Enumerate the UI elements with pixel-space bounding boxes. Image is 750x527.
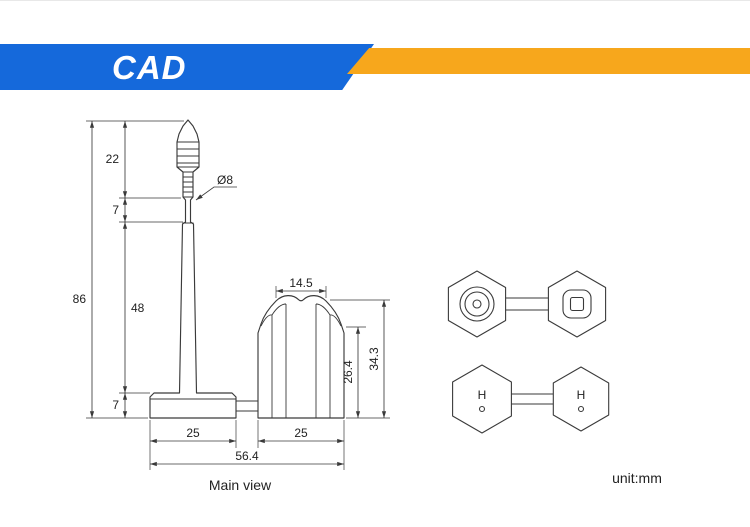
bottom-view-shaft: [511, 393, 554, 405]
dim-head-height-label: 22: [106, 152, 120, 166]
dim-barrel-inner-height-label: 26.4: [341, 360, 355, 384]
hex-head-bottom-view: [452, 364, 512, 434]
dim-base-width-label: 25: [186, 426, 200, 440]
extension-lines: [86, 120, 390, 470]
lock-barrel-outline: [257, 295, 345, 419]
barrel-socket-outer: [562, 289, 592, 319]
lock-barrel-flutes: [260, 303, 342, 418]
hex-head-top-view: [447, 270, 507, 338]
hex-barrel-bottom-view: [552, 366, 610, 432]
barrel-mark-letter: H: [577, 388, 586, 402]
head-center-circle: [472, 299, 482, 309]
hex-barrel-top-view: [547, 270, 607, 338]
dim-pin-diameter-label: Ø8: [217, 173, 233, 187]
dim-base-height-label: 7: [112, 398, 119, 412]
brand-logo-text: CAD: [112, 48, 187, 86]
dim-total-width-label: 56.4: [235, 449, 259, 463]
dim-barrel-top-width-label: 14.5: [289, 276, 313, 290]
head-outer-circle: [459, 286, 495, 322]
dim-shaft-height-label: 48: [131, 301, 145, 315]
head-mark-letter: H: [478, 388, 487, 402]
accent-ribbon: [347, 48, 750, 74]
dim-barrel-width-label: 25: [294, 426, 308, 440]
top-view-shaft: [505, 297, 549, 311]
head-mark-dot: [478, 405, 486, 413]
pin-barrel-link: [236, 400, 258, 412]
barrel-socket-inner: [569, 296, 585, 312]
bolt-pin-outline: [149, 119, 237, 419]
main-view-caption: Main view: [209, 477, 272, 493]
diameter-leader-line: [195, 186, 237, 201]
dim-neck-height-label: 7: [112, 203, 119, 217]
brand-banner: CAD: [0, 44, 374, 90]
dim-total-height-label: 86: [73, 292, 87, 306]
head-middle-circle: [464, 291, 490, 317]
unit-caption: unit:mm: [612, 470, 662, 486]
bolt-pin-rib-lines: [150, 141, 236, 400]
dim-barrel-total-height-label: 34.3: [367, 347, 381, 371]
top-divider: [0, 0, 750, 1]
barrel-mark-dot: [577, 405, 585, 413]
